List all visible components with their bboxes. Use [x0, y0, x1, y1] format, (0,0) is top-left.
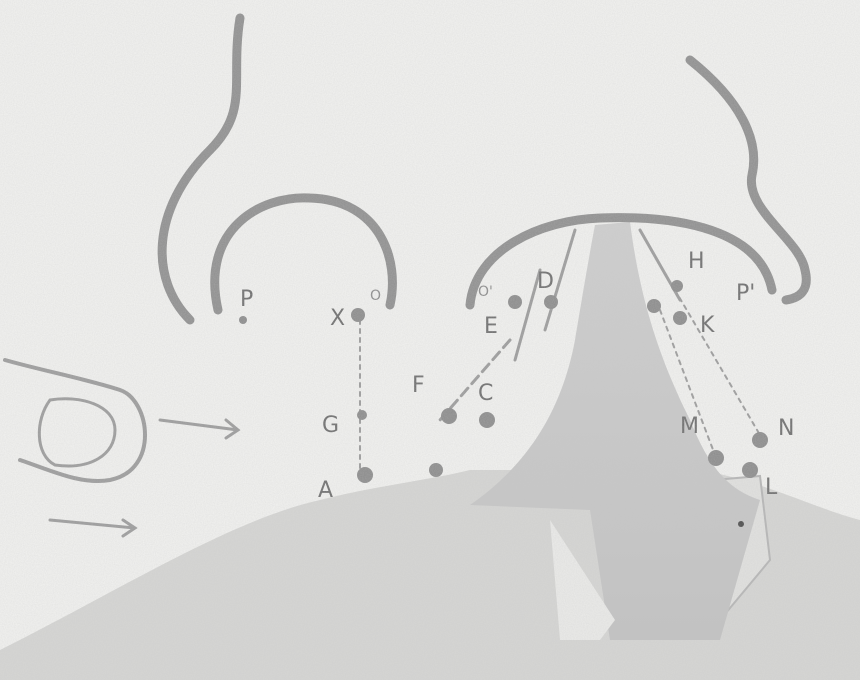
paper-texture: [0, 0, 860, 680]
diagram-canvas: P X O G A F C D E O' H K P' M N L: [0, 0, 860, 680]
